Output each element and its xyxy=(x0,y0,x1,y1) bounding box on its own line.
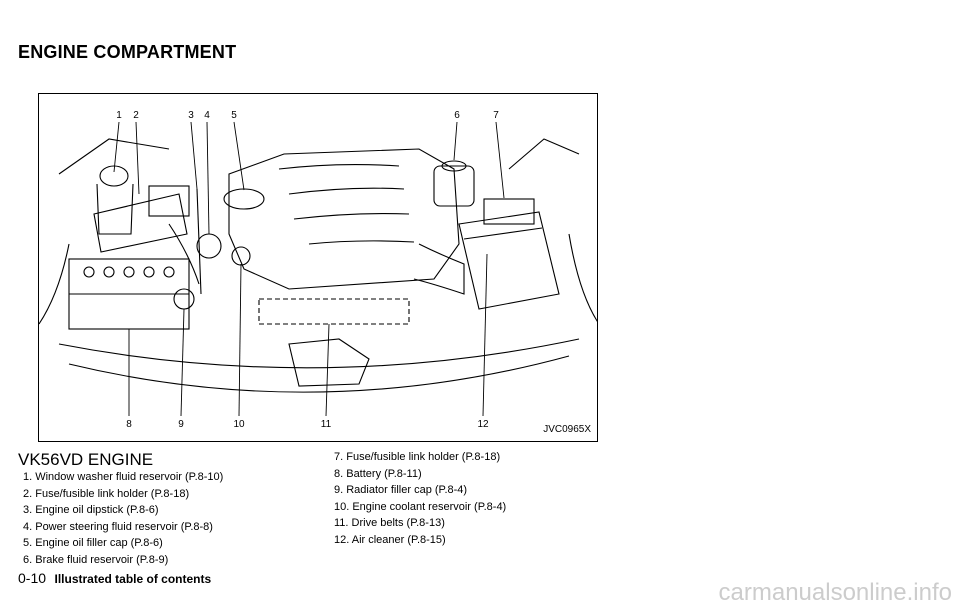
engine-cover-ridge-3 xyxy=(293,213,410,220)
radiator-cap xyxy=(173,288,195,310)
ps-reservoir xyxy=(196,233,222,259)
fuse-holder-right xyxy=(483,198,535,225)
engine-title: VK56VD ENGINE xyxy=(18,450,154,469)
page-footer: 0-10 Illustrated table of contents xyxy=(18,570,211,588)
list-item: 5. Engine oil filler cap (P.8-6) xyxy=(23,537,163,549)
engine-cover-ridge-4 xyxy=(308,240,415,245)
list-item: 9. Radiator filler cap (P.8-4) xyxy=(334,484,468,496)
intake-duct xyxy=(413,243,465,295)
right-body-curve xyxy=(568,233,597,322)
left-fender-line xyxy=(58,138,170,175)
list-item: 7. Fuse/fusible link holder (P.8-18) xyxy=(334,451,501,463)
dipstick-tube xyxy=(196,188,202,295)
component-list-right: 7. Fuse/fusible link holder (P.8-18) 8. … xyxy=(334,449,506,548)
list-item: 4. Power steering fluid reservoir (P.8-8… xyxy=(23,520,213,533)
oil-filler-cap xyxy=(223,188,265,210)
list-item: 3. Engine oil dipstick (P.8-6) xyxy=(23,504,159,516)
left-body-curve xyxy=(39,243,70,325)
callout-7: 7 xyxy=(493,110,499,121)
callout-leaders xyxy=(113,121,505,417)
engine-illustration: 1 2 3 4 5 6 7 8 9 10 11 12 xyxy=(39,110,597,430)
watermark: carmanualsonline.info xyxy=(718,579,952,606)
hose-left xyxy=(168,223,200,285)
fuse-holder-left xyxy=(93,193,188,253)
brake-reservoir-cap xyxy=(441,160,467,172)
page-number: 0-10 xyxy=(18,570,47,586)
list-item: 10. Engine coolant reservoir (P.8-4) xyxy=(334,500,507,513)
list-item: 6. Brake fluid reservoir (P.8-9) xyxy=(23,553,169,566)
callout-6: 6 xyxy=(454,110,460,121)
engine-cover xyxy=(228,148,460,290)
air-cleaner-seam xyxy=(463,227,543,240)
bumper-line xyxy=(68,355,570,393)
radiator-support xyxy=(58,338,580,369)
engine-compartment-figure: 1 2 3 4 5 6 7 8 9 10 11 12 JVC0965X xyxy=(38,93,598,442)
callout-9: 9 xyxy=(178,419,184,430)
fuse-holder-left-top xyxy=(148,185,190,217)
callout-12: 12 xyxy=(477,419,489,430)
washer-reservoir-body xyxy=(96,183,134,235)
list-item: 1. Window washer fluid reservoir (P.8-10… xyxy=(23,471,224,483)
callout-5: 5 xyxy=(231,110,237,121)
callout-1: 1 xyxy=(116,110,122,121)
section-title: ENGINE COMPARTMENT xyxy=(18,42,237,62)
list-item: 2. Fuse/fusible link holder (P.8-18) xyxy=(23,487,190,500)
washer-reservoir-cap xyxy=(99,165,129,187)
right-fender-line xyxy=(508,138,580,170)
front-crossmember xyxy=(288,338,370,387)
air-cleaner xyxy=(458,211,560,310)
list-item: 11. Drive belts (P.8-13) xyxy=(334,517,445,529)
footer-title: Illustrated table of contents xyxy=(54,572,212,586)
list-item: 8. Battery (P.8-11) xyxy=(334,467,422,480)
list-item: 12. Air cleaner (P.8-15) xyxy=(334,533,446,546)
callout-3: 3 xyxy=(188,110,194,121)
brake-reservoir xyxy=(433,165,475,207)
callout-8: 8 xyxy=(126,419,132,430)
callout-4: 4 xyxy=(204,110,210,121)
engine-cover-ridge-2 xyxy=(288,187,405,195)
callout-2: 2 xyxy=(133,110,139,121)
drive-belt-outline xyxy=(258,298,410,325)
callout-10: 10 xyxy=(233,419,245,430)
callout-11: 11 xyxy=(321,419,332,430)
battery-terminals xyxy=(83,266,175,278)
figure-code: JVC0965X xyxy=(543,424,591,435)
component-list-left: 1. Window washer fluid reservoir (P.8-10… xyxy=(23,469,223,568)
engine-cover-ridge-1 xyxy=(278,163,400,170)
